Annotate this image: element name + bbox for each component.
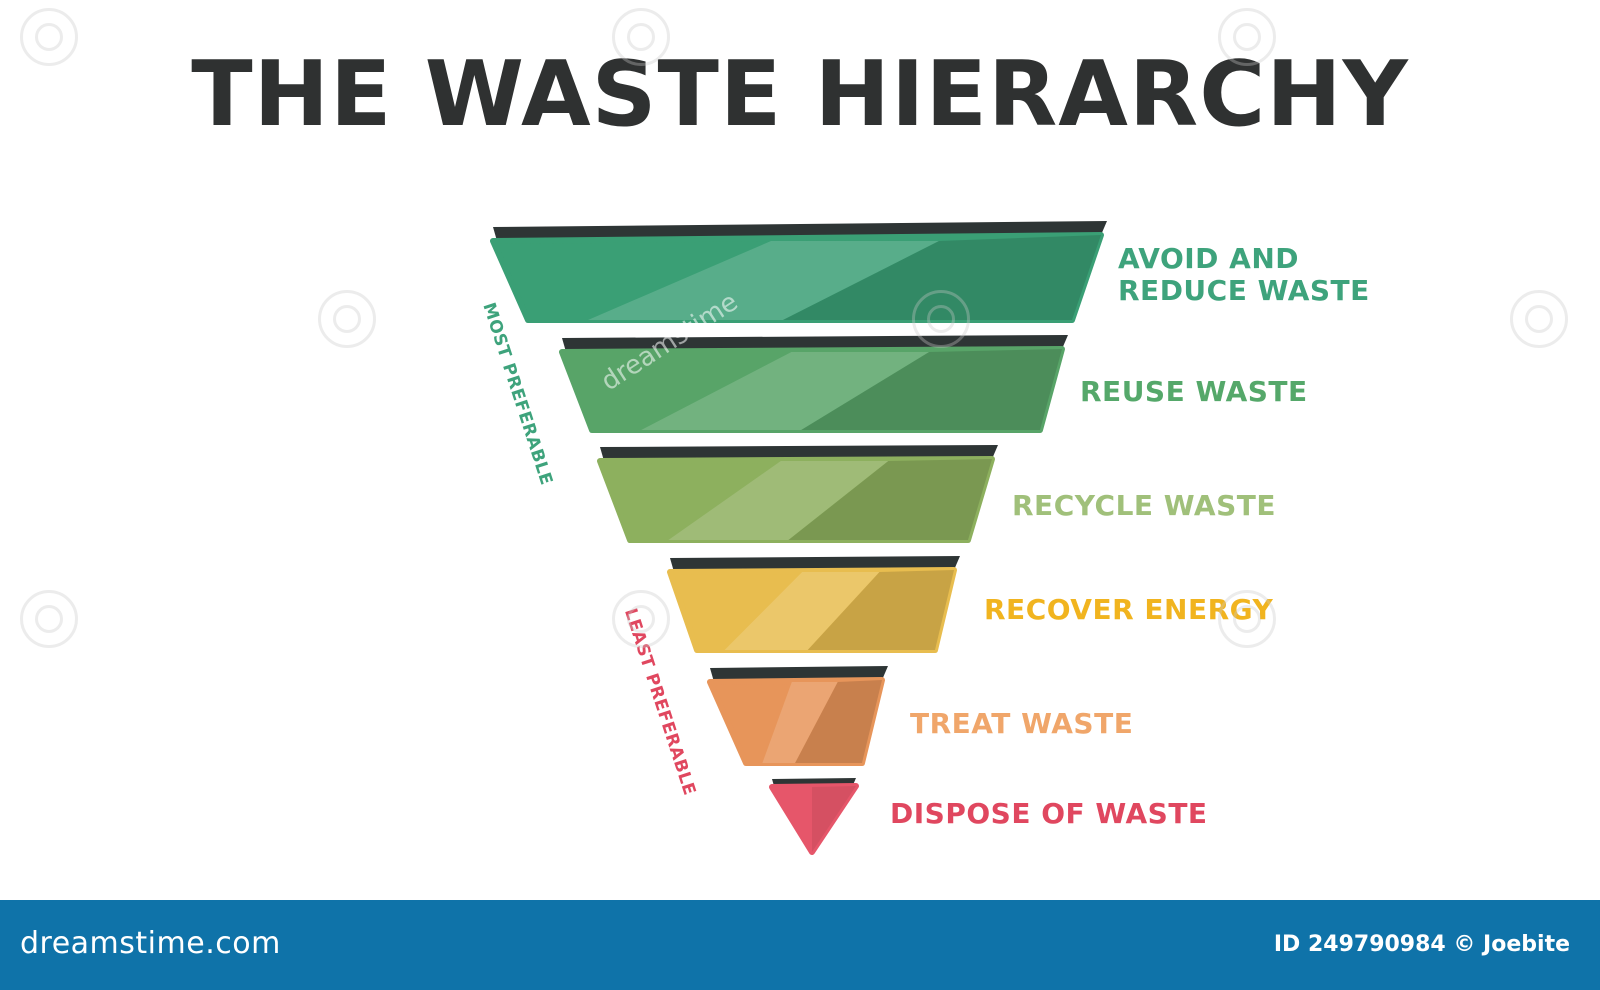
tier-shadow-5 xyxy=(812,786,856,852)
tier-highlight-3 xyxy=(724,572,880,650)
tier-label-dispose: DISPOSE OF WASTE xyxy=(890,797,1208,830)
watermark-logo-icon xyxy=(1218,8,1276,66)
tier-shadow-1 xyxy=(801,349,1062,430)
footer-image-id: ID 249790984 © Joebite xyxy=(1273,932,1570,957)
watermark-logo-icon xyxy=(20,590,78,648)
tier-highlight-0 xyxy=(588,241,939,320)
tier-shadow-2 xyxy=(788,459,992,540)
tier-shadow-4 xyxy=(795,680,882,763)
waste-hierarchy-funnel xyxy=(490,221,1107,855)
tier-shadow-3 xyxy=(807,570,954,650)
page-title: THE WASTE HIERARCHY xyxy=(191,42,1409,147)
watermark-logo-icon xyxy=(612,590,670,648)
tier-shadow-0 xyxy=(783,235,1101,320)
watermark-logo-icon xyxy=(1510,290,1568,348)
footer-brand[interactable]: dreamstime.com xyxy=(20,926,281,961)
tier-highlight-4 xyxy=(762,682,838,763)
tier-label-reuse: REUSE WASTE xyxy=(1080,375,1308,408)
watermark-logo-icon xyxy=(20,8,78,66)
watermark-logo-icon xyxy=(318,290,376,348)
watermark-logo-icon xyxy=(912,290,970,348)
footer-bar: dreamstime.com ID 249790984 © Joebite xyxy=(0,900,1600,990)
tier-label-recycle: RECYCLE WASTE xyxy=(1012,489,1276,522)
watermark-logo-icon xyxy=(612,8,670,66)
tier-label-avoid-reduce: AVOID AND REDUCE WASTE xyxy=(1118,242,1370,307)
tier-highlight-2 xyxy=(668,461,889,540)
tier-label-treat: TREAT WASTE xyxy=(910,707,1134,740)
watermark-logo-icon xyxy=(1218,590,1276,648)
tier-highlight-1 xyxy=(641,352,930,430)
